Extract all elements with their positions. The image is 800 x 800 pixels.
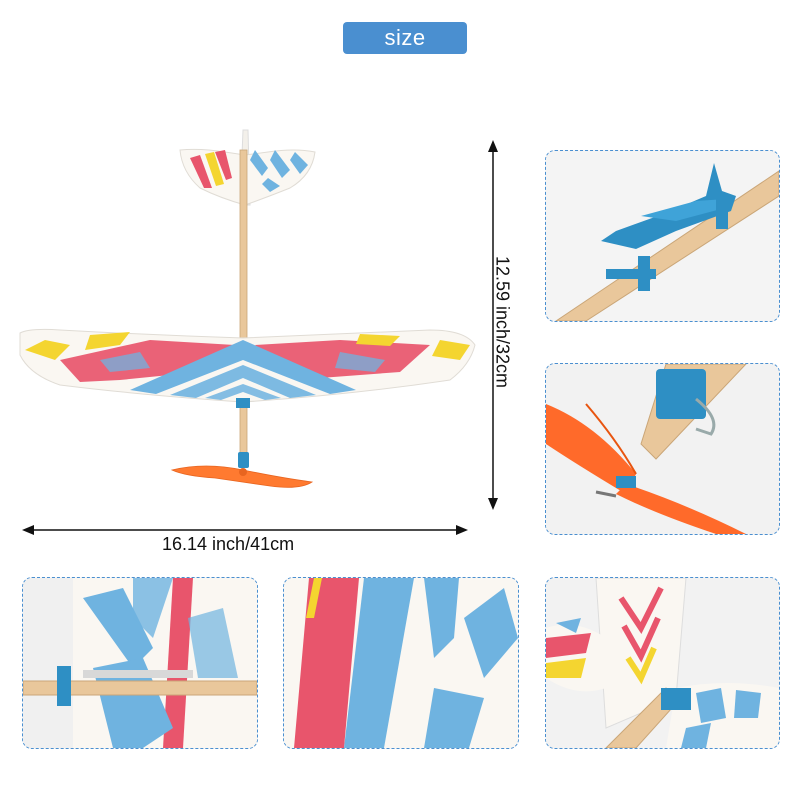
detail-tail-clip	[545, 150, 780, 322]
detail-tail	[545, 577, 780, 749]
tail-closeup-photo	[546, 578, 779, 748]
detail-propeller-hook	[545, 363, 780, 535]
size-badge: size	[343, 22, 467, 54]
wing-clip-photo	[23, 578, 257, 748]
detail-wing-clip	[22, 577, 258, 749]
detail-foam-pattern	[283, 577, 519, 749]
propeller	[170, 465, 314, 488]
airplane-photo	[19, 129, 498, 535]
nose-block	[238, 452, 249, 468]
tail-clip-photo	[546, 151, 779, 321]
width-dimension-label: 16.14 inch/41cm	[162, 534, 295, 554]
propeller-hook-photo	[546, 364, 779, 534]
foam-pattern-photo	[284, 578, 518, 748]
fuselage-stick	[239, 149, 248, 466]
height-dimension-label: 12.59 inch/32cm	[492, 255, 513, 389]
